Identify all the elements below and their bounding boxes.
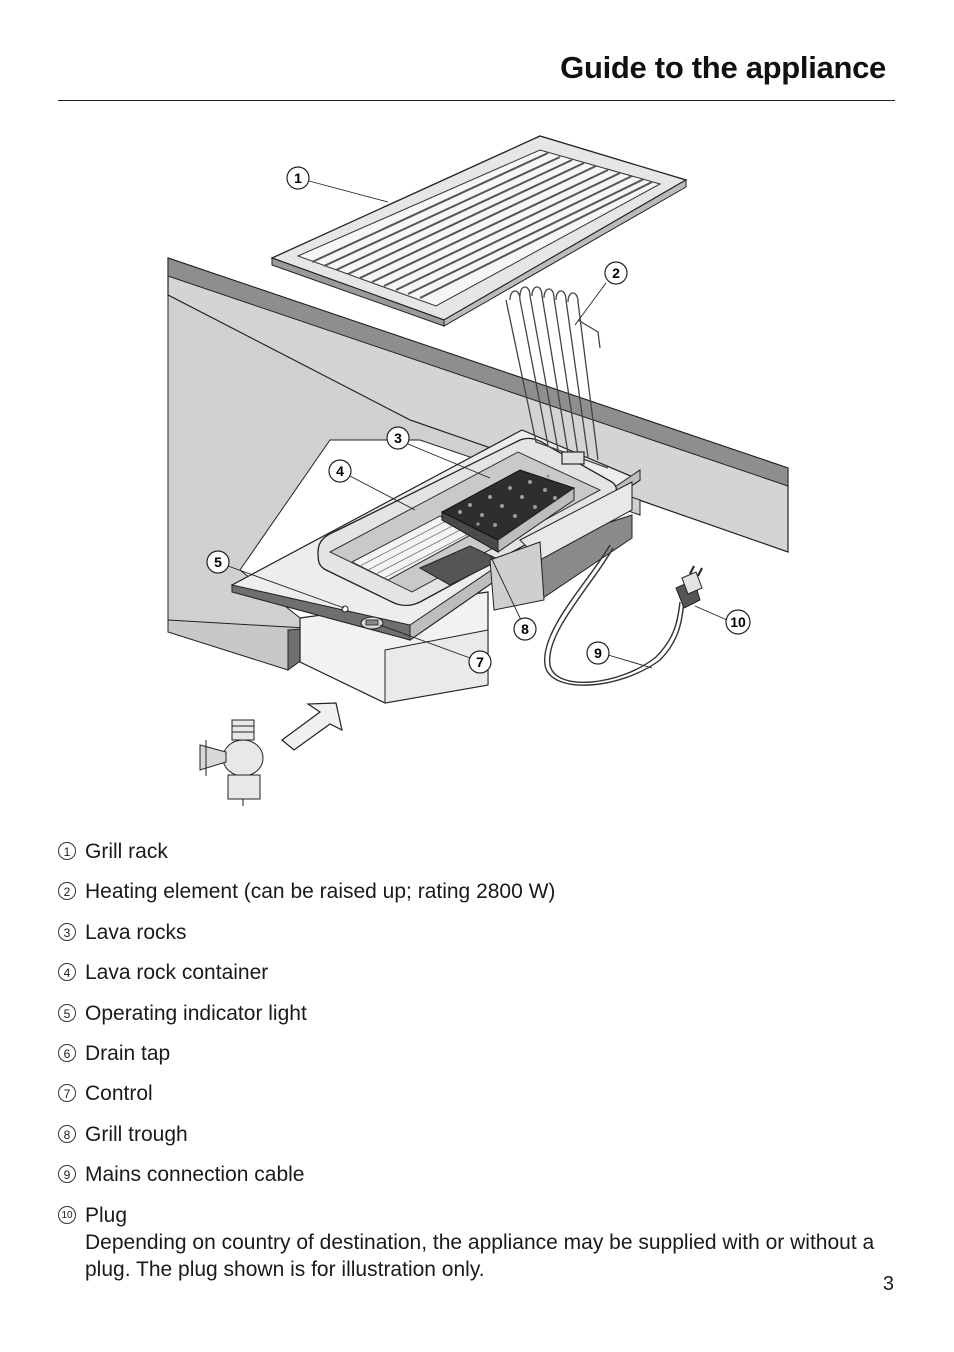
legend-label: Grill trough <box>85 1122 188 1146</box>
legend-item: 7 Control <box>58 1080 888 1107</box>
mains-cable <box>544 544 685 686</box>
legend-label: Drain tap <box>85 1041 171 1065</box>
legend-label: Control <box>85 1082 153 1106</box>
legend-label: Lava rock container <box>85 961 269 985</box>
legend-item: 9 Mains connection cable <box>58 1161 888 1188</box>
plug <box>675 565 703 609</box>
callout-leaders <box>227 180 728 669</box>
legend-label: Heating element (can be raised up; ratin… <box>85 880 556 904</box>
grill-rack <box>270 135 688 327</box>
title-divider <box>58 100 895 101</box>
legend-item: 10 Plug Depending on country of destinat… <box>58 1202 888 1283</box>
indicator-light <box>341 605 349 613</box>
legend-label: Plug <box>85 1203 128 1227</box>
callout-7: 7 <box>468 650 492 674</box>
legend-number: 2 <box>58 882 76 901</box>
svg-text:2: 2 <box>612 265 620 281</box>
svg-text:3: 3 <box>394 430 402 446</box>
legend-label: Operating indicator light <box>85 1001 307 1025</box>
legend-item: 3 Lava rocks <box>58 919 888 946</box>
lava-rocks <box>440 469 576 553</box>
legend-number: 5 <box>58 1003 76 1022</box>
callout-5: 5 <box>206 550 230 574</box>
legend-item: 1 Grill rack <box>58 838 888 865</box>
svg-text:1: 1 <box>294 170 302 186</box>
legend-label: Mains connection cable <box>85 1163 305 1187</box>
direction-arrow-icon <box>281 702 343 751</box>
svg-text:9: 9 <box>594 645 602 661</box>
page-title: Guide to the appliance <box>560 50 886 85</box>
callout-4: 4 <box>328 459 352 483</box>
heating-element <box>505 286 609 469</box>
legend-number: 6 <box>58 1043 76 1062</box>
legend-note: Depending on country of destination, the… <box>85 1230 875 1281</box>
appliance-illustration: 1 2 3 4 5 7 8 9 10 <box>167 135 789 806</box>
legend-number: 3 <box>58 922 76 941</box>
legend-item: 8 Grill trough <box>58 1121 888 1148</box>
svg-text:10: 10 <box>730 614 746 630</box>
legend-number: 10 <box>58 1205 76 1224</box>
legend-number: 4 <box>58 963 76 982</box>
callout-2: 2 <box>604 261 628 285</box>
control-knob <box>360 616 384 630</box>
callout-9: 9 <box>586 641 610 665</box>
legend-item: 4 Lava rock container <box>58 959 888 986</box>
callout-1: 1 <box>286 166 310 190</box>
legend-item: 2 Heating element (can be raised up; rat… <box>58 878 888 905</box>
svg-text:4: 4 <box>336 463 344 479</box>
svg-text:7: 7 <box>476 654 484 670</box>
legend-item: 5 Operating indicator light <box>58 1000 888 1027</box>
legend-number: 9 <box>58 1165 76 1184</box>
drain-tap <box>199 719 264 806</box>
legend-number: 7 <box>58 1084 76 1103</box>
legend-number: 8 <box>58 1124 76 1143</box>
page-number: 3 <box>882 1273 894 1295</box>
legend-label: Grill rack <box>85 840 168 863</box>
svg-text:8: 8 <box>521 621 529 637</box>
parts-legend: 1 Grill rack 2 Heating element (can be r… <box>58 838 888 1296</box>
callout-10: 10 <box>725 609 751 635</box>
legend-label: Lava rocks <box>85 920 187 944</box>
callout-3: 3 <box>386 426 410 450</box>
legend-item: 6 Drain tap <box>58 1040 888 1067</box>
callout-8: 8 <box>513 617 537 641</box>
legend-number: 1 <box>58 842 76 860</box>
svg-text:5: 5 <box>214 554 222 570</box>
